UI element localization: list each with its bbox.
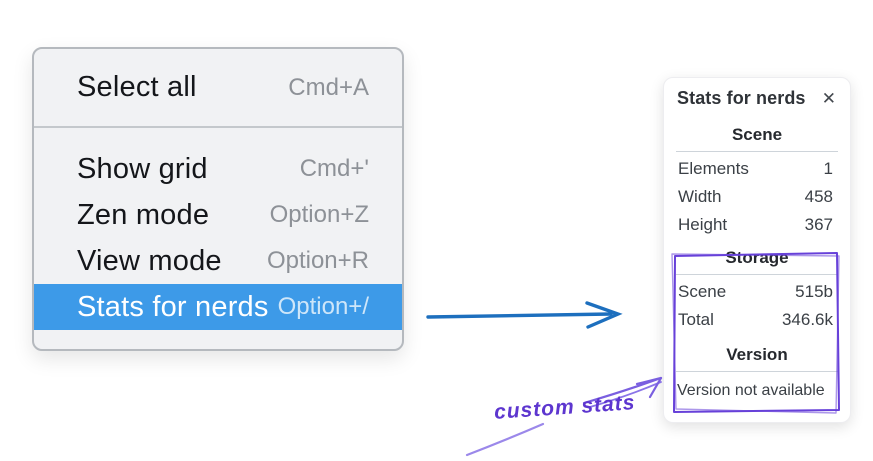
section-divider — [676, 274, 838, 275]
menu-item-shortcut: Cmd+' — [299, 155, 369, 182]
menu-item-show-grid[interactable]: Show grid Cmd+' — [34, 146, 402, 192]
menu-item-select-all[interactable]: Select all Cmd+A — [34, 49, 402, 126]
stat-row-width: Width 458 — [664, 183, 850, 211]
menu-item-label: Stats for nerds — [77, 290, 269, 323]
stat-row-total-size: Total 346.6k — [664, 306, 850, 334]
section-divider — [676, 371, 838, 372]
version-note: Version not available — [677, 382, 825, 399]
stat-value: 515b — [795, 282, 833, 301]
stat-value: 458 — [804, 187, 833, 206]
flow-arrow — [426, 301, 623, 329]
section-heading-scene: Scene — [731, 125, 783, 144]
menu-item-label: Show grid — [77, 152, 208, 185]
annotation-label: custom stats — [493, 391, 637, 424]
menu-group: Show grid Cmd+' Zen mode Option+Z View m… — [34, 128, 402, 330]
menu-separator — [34, 126, 402, 128]
menu-item-zen-mode[interactable]: Zen mode Option+Z — [34, 192, 402, 238]
stat-label: Total — [678, 310, 714, 329]
section-heading-storage: Storage — [725, 248, 789, 267]
menu-item-shortcut: Option+/ — [277, 293, 369, 320]
menu-item-shortcut: Option+R — [266, 247, 369, 274]
menu-item-label: Select all — [77, 71, 197, 103]
menu-item-shortcut: Option+Z — [269, 201, 369, 228]
stat-value: 1 — [823, 159, 833, 178]
menu-item-label: View mode — [77, 244, 222, 277]
menu-item-view-mode[interactable]: View mode Option+R — [34, 238, 402, 284]
stats-panel-title: Stats for nerds — [677, 88, 806, 108]
stat-value: 346.6k — [781, 310, 833, 329]
stat-label: Scene — [678, 282, 727, 301]
section-heading-version: Version — [726, 345, 788, 364]
context-menu: Select all Cmd+A Show grid Cmd+' Zen mod… — [32, 47, 404, 351]
menu-item-stats-for-nerds[interactable]: Stats for nerds Option+/ — [34, 284, 402, 330]
stat-value: 367 — [804, 215, 833, 234]
stat-row-height: Height 367 — [664, 211, 850, 239]
stat-label: Width — [678, 187, 722, 206]
section-divider — [676, 151, 838, 152]
stat-label: Elements — [678, 159, 749, 178]
stat-row-elements: Elements 1 — [664, 155, 850, 183]
menu-item-shortcut: Cmd+A — [288, 73, 369, 101]
stat-row-scene-size: Scene 515b — [664, 278, 850, 306]
close-icon[interactable]: ✕ — [821, 89, 836, 108]
stats-panel: Stats for nerds ✕ Scene Elements 1 Width… — [663, 77, 851, 423]
stats-panel-header: Stats for nerds ✕ — [664, 78, 850, 109]
menu-item-label: Zen mode — [77, 198, 210, 231]
stat-label: Height — [678, 215, 728, 234]
